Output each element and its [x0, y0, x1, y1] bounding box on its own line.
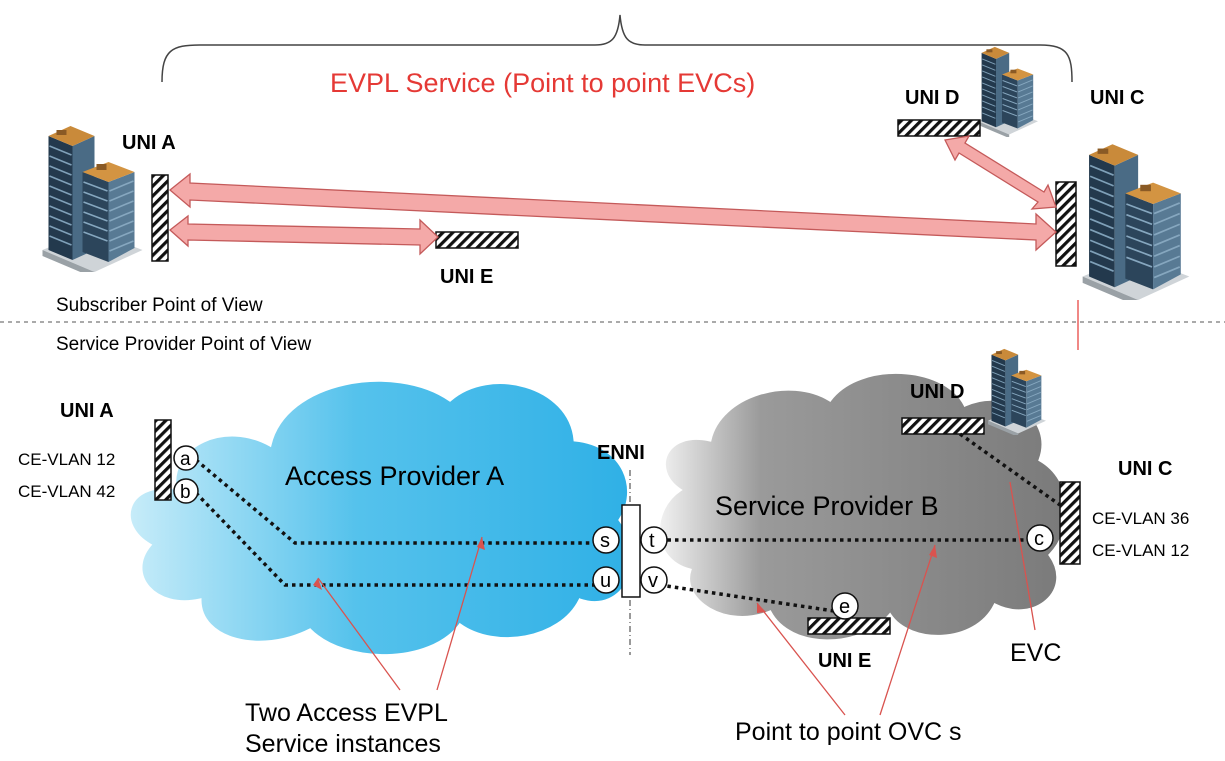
callout-ovc: Point to point OVC s	[735, 718, 962, 746]
callout-line-ovc-1	[756, 602, 846, 716]
callout-access-line1: Two Access EVPL	[245, 699, 448, 727]
uni-e-port-bottom	[807, 617, 891, 635]
callout-arrowhead-4	[929, 545, 937, 558]
callout-arrowhead-3	[757, 603, 766, 613]
callout-line-evc	[1009, 481, 1036, 631]
ovc-paths	[194, 432, 1062, 613]
callout-evc: EVC	[1010, 639, 1061, 667]
svg-text:s: s	[600, 530, 610, 552]
service-provider-label: Service Provider B	[715, 491, 939, 521]
uni-e-port-top	[435, 231, 519, 249]
path-d-c	[958, 432, 1062, 507]
svg-text:c: c	[1034, 528, 1044, 550]
path-a-s	[194, 458, 600, 545]
callout-arrowhead-1	[313, 578, 322, 590]
uni-c-label-top: UNI C	[1090, 87, 1144, 109]
uni-a-label-top: UNI A	[122, 132, 176, 154]
callout-arrowhead-2	[477, 537, 485, 550]
building-icon-uni-d-bottom	[988, 348, 1046, 435]
subscriber-view-label: Subscriber Point of View	[56, 295, 263, 316]
uni-d-port-top	[897, 119, 981, 137]
callout-line-access-2	[436, 536, 483, 691]
endpoint-b: b	[173, 478, 199, 504]
uni-c-label-bottom: UNI C	[1118, 458, 1172, 480]
building-icon-uni-c-top	[1081, 143, 1191, 300]
evc-arrow-a-c	[168, 172, 1057, 252]
uni-d-label-top: UNI D	[905, 87, 959, 109]
svg-text:v: v	[648, 570, 658, 592]
provider-view-label: Service Provider Point of View	[56, 334, 311, 355]
endpoint-v: v	[640, 566, 668, 594]
uni-a-port-bottom	[154, 419, 172, 501]
access-provider-label: Access Provider A	[285, 461, 504, 491]
uni-a-port-top	[151, 174, 169, 262]
building-icon-uni-d-top	[978, 46, 1038, 137]
svg-text:u: u	[600, 570, 611, 592]
svg-text:b: b	[180, 482, 191, 503]
svg-text:e: e	[839, 596, 850, 618]
endpoint-t: t	[640, 526, 668, 554]
service-title: EVPL Service (Point to point EVCs)	[330, 68, 755, 98]
endpoint-e: e	[831, 592, 859, 620]
ce-vlan-c2: CE-VLAN 12	[1092, 541, 1189, 560]
ce-vlan-a2: CE-VLAN 42	[18, 482, 115, 501]
uni-a-label-bottom: UNI A	[60, 400, 114, 422]
service-brace	[161, 14, 1073, 83]
enni-label: ENNI	[597, 442, 645, 464]
svg-text:t: t	[649, 530, 655, 552]
uni-c-port-top	[1055, 181, 1077, 267]
callout-lines	[317, 481, 1036, 716]
uni-e-label-top: UNI E	[440, 266, 493, 288]
endpoint-s: s	[592, 526, 620, 554]
enni-port	[621, 504, 641, 598]
endpoint-a: a	[173, 445, 199, 471]
callout-line-access-1	[317, 577, 401, 691]
callout-access-line2: Service instances	[245, 730, 441, 758]
evc-arrow-d-c	[944, 135, 1057, 210]
endpoint-u: u	[592, 566, 620, 594]
uni-c-port-bottom	[1059, 481, 1081, 565]
access-provider-cloud	[127, 378, 635, 658]
uni-d-label-bottom: UNI D	[910, 381, 964, 403]
uni-d-port-bottom	[901, 417, 985, 435]
endpoint-c: c	[1026, 524, 1054, 552]
ce-vlan-c1: CE-VLAN 36	[1092, 509, 1189, 528]
evc-arrow-a-e	[168, 214, 439, 256]
path-b-u	[194, 491, 600, 587]
ce-vlan-a1: CE-VLAN 12	[18, 450, 115, 469]
uni-e-label-bottom: UNI E	[818, 650, 871, 672]
callout-line-ovc-2	[879, 544, 936, 716]
svg-text:a: a	[180, 449, 191, 470]
